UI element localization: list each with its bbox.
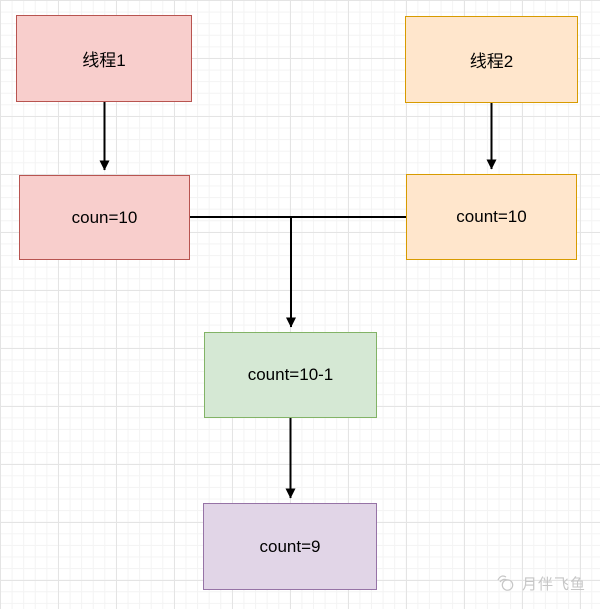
node-count-right-label: count=10 <box>456 207 527 226</box>
node-count-left-label: coun=10 <box>71 207 138 227</box>
node-count-right: count=10 <box>406 174 577 260</box>
watermark-logo-icon <box>496 572 518 594</box>
node-count-left: coun=10 <box>19 175 190 260</box>
watermark: 月伴飞鱼 <box>496 572 586 594</box>
node-count-minus: count=10-1 <box>204 332 377 418</box>
node-thread1-label: 线程1 <box>82 51 126 70</box>
watermark-text: 月伴飞鱼 <box>521 575 586 593</box>
node-count-result-label: count=9 <box>259 536 321 556</box>
node-thread2-label: 线程2 <box>469 52 514 71</box>
node-thread2: 线程2 <box>405 16 578 103</box>
node-thread1: 线程1 <box>16 15 192 102</box>
node-count-result: count=9 <box>203 503 377 590</box>
node-count-minus-label: count=10-1 <box>247 365 334 384</box>
